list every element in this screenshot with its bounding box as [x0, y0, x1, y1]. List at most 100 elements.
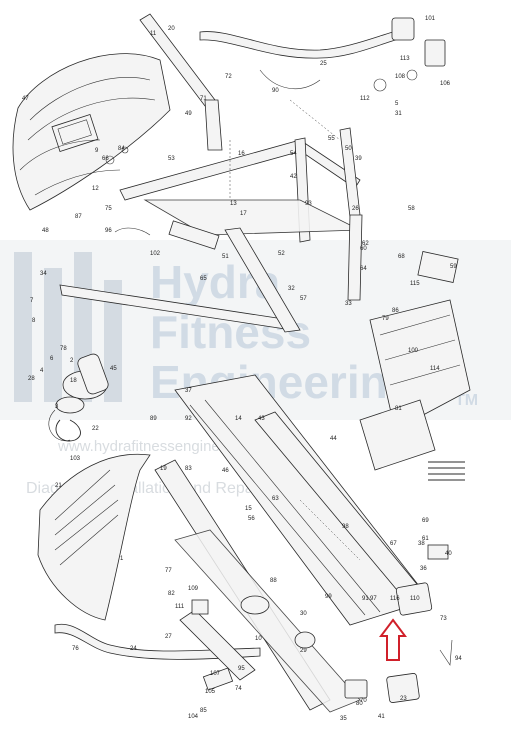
upper-frame: [59, 127, 363, 333]
part-number-label: 54: [290, 151, 297, 157]
part-number-label: 49: [185, 111, 192, 117]
part-number-label: 92: [185, 416, 192, 422]
console-assembly: [12, 53, 171, 211]
part-number-label: 26: [352, 206, 359, 212]
part-number-label: 60: [360, 246, 367, 252]
part-number-label: 70: [360, 698, 367, 704]
part-number-label: 96: [105, 228, 112, 234]
watermark-logo-bar-left: [14, 252, 32, 402]
part-number-label: 51: [222, 254, 229, 260]
callout-arrow: [379, 618, 407, 661]
motor-control-board: [359, 251, 471, 471]
part-number-label: 2: [70, 358, 74, 364]
watermark-logo-bar-end: [104, 280, 122, 402]
part-number-label: 110: [410, 596, 420, 602]
part-number-label: 61: [422, 536, 429, 542]
part-number-label: 108: [395, 74, 406, 80]
part-number-label: 106: [440, 81, 451, 87]
part-number-label: 31: [395, 111, 402, 117]
part-number-label: 103: [70, 456, 81, 462]
motor-hood: [37, 453, 151, 621]
handlebar-bracket-right: [373, 17, 446, 92]
part-number-label: 21: [55, 483, 62, 489]
part-number-label: 73: [440, 616, 447, 622]
part-number-label: 112: [360, 96, 370, 102]
part-number-label: 19: [160, 466, 167, 472]
part-number-label: 8: [32, 318, 36, 324]
part-number-label: 95: [238, 666, 245, 672]
part-number-label: 65: [200, 276, 207, 282]
part-number-label: 50: [345, 146, 352, 152]
rear-roller-assembly: [344, 582, 433, 703]
watermark-logo-bar-mid: [44, 268, 62, 402]
part-number-label: 57: [300, 296, 307, 302]
part-number-label: 94: [455, 656, 462, 662]
part-number-label: 56: [248, 516, 255, 522]
part-number-label: 86: [392, 308, 399, 314]
part-number-label: 3: [55, 404, 59, 410]
part-number-label: 33: [345, 301, 352, 307]
part-number-label: 30: [300, 611, 307, 617]
part-number-label: 115: [410, 281, 420, 287]
part-number-label: 15: [245, 506, 252, 512]
part-number-label: 93: [305, 201, 312, 207]
part-number-label: 47: [22, 96, 29, 102]
wire-harness: [428, 461, 465, 481]
misc-hardware: [114, 99, 453, 691]
part-number-label: 11: [150, 31, 157, 37]
part-number-label: 5: [395, 101, 399, 107]
part-number-label: 91: [362, 596, 369, 602]
part-number-label: 89: [150, 416, 157, 422]
part-number-label: 38: [418, 541, 425, 547]
main-deck-frame: [154, 374, 431, 713]
part-number-label: 34: [40, 271, 47, 277]
part-number-label: 27: [165, 634, 172, 640]
part-number-label: 46: [222, 468, 229, 474]
part-number-label: 107: [210, 671, 221, 677]
part-number-label: 102: [150, 251, 161, 257]
part-number-label: 23: [400, 696, 407, 702]
part-number-label: 14: [235, 416, 242, 422]
part-number-label: 29: [300, 648, 307, 654]
part-number-label: 81: [395, 406, 402, 412]
part-number-label: 76: [72, 646, 79, 652]
part-number-label: 109: [188, 586, 199, 592]
part-number-label: 25: [320, 61, 327, 67]
part-number-label: 78: [60, 346, 67, 352]
part-number-label: 87: [75, 214, 82, 220]
part-number-label: 104: [188, 714, 199, 720]
part-number-label: 58: [408, 206, 415, 212]
part-number-label: 71: [200, 96, 207, 102]
part-number-label: 10: [255, 636, 262, 642]
part-number-label: 16: [238, 151, 245, 157]
part-number-label: 72: [225, 74, 232, 80]
part-number-label: 55: [328, 136, 335, 142]
part-number-label: 63: [272, 496, 279, 502]
part-number-label: 39: [355, 156, 362, 162]
part-number-label: 12: [92, 186, 99, 192]
part-number-label: 105: [205, 689, 216, 695]
part-number-label: 74: [235, 686, 242, 692]
part-number-label: 43: [258, 416, 265, 422]
part-number-label: 98: [342, 524, 349, 530]
part-number-label: 97: [370, 596, 377, 602]
part-number-label: 4: [40, 368, 44, 374]
part-number-label: 53: [168, 156, 175, 162]
part-number-label: 80: [356, 701, 363, 707]
lower-handrail-tube: [54, 623, 261, 660]
part-number-label: 7: [30, 298, 34, 304]
part-number-label: 113: [400, 56, 410, 62]
part-number-label: 40: [445, 551, 452, 557]
part-number-label: 28: [28, 376, 35, 382]
part-number-label: 75: [105, 206, 112, 212]
part-number-label: 90: [272, 88, 279, 94]
part-number-label: 6: [50, 356, 54, 362]
part-number-label: 36: [420, 566, 427, 572]
part-number-label: 85: [200, 708, 207, 714]
part-number-label: 13: [230, 201, 237, 207]
part-number-label: 37: [185, 388, 192, 394]
part-number-label: 32: [288, 286, 295, 292]
part-number-label: 24: [130, 646, 137, 652]
part-number-labels: 1234567891011121314151617181920212223242…: [22, 16, 462, 722]
